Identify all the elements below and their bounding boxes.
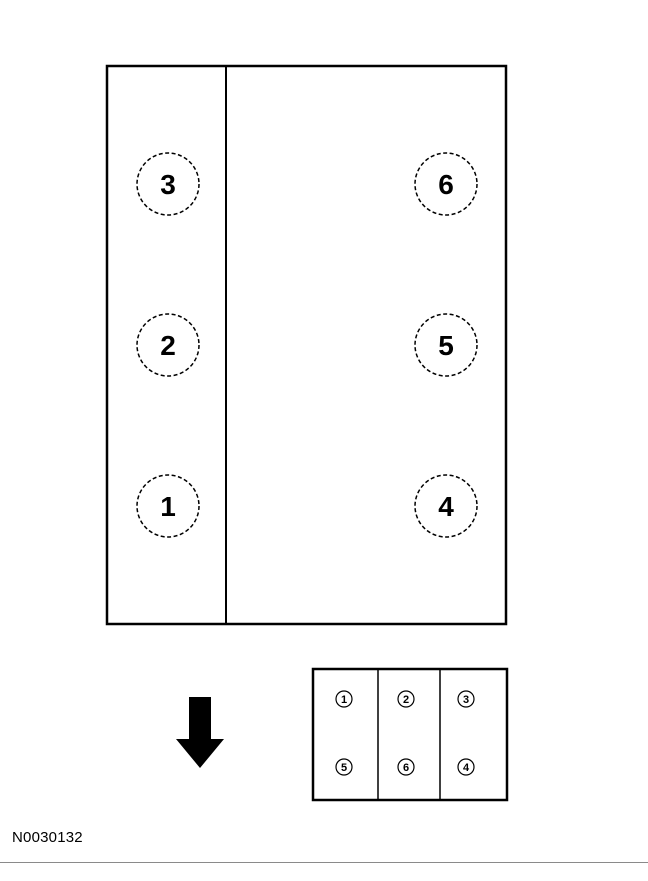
cylinder: 6 bbox=[414, 152, 478, 216]
cylinder-number: 6 bbox=[438, 169, 454, 200]
bottom-divider bbox=[0, 862, 648, 863]
cylinder-number: 3 bbox=[160, 169, 176, 200]
engine-block bbox=[105, 64, 508, 626]
coil-pack: 1 2 3 5 6 4 bbox=[311, 667, 509, 802]
terminal-number: 2 bbox=[403, 694, 409, 706]
cylinder: 4 bbox=[414, 474, 478, 538]
coil-terminal: 6 bbox=[397, 758, 415, 776]
cylinder: 1 bbox=[136, 474, 200, 538]
figure-id: N0030132 bbox=[12, 829, 83, 846]
right-bank: 6 5 4 bbox=[414, 152, 478, 538]
terminal-number: 5 bbox=[341, 762, 347, 774]
terminal-number: 3 bbox=[463, 694, 469, 706]
cylinder: 2 bbox=[136, 313, 200, 377]
terminal-number: 4 bbox=[463, 762, 470, 774]
coil-terminal: 5 bbox=[335, 758, 353, 776]
terminal-number: 6 bbox=[403, 762, 409, 774]
coil-pack-outline bbox=[311, 667, 509, 802]
cylinder-number: 5 bbox=[438, 330, 454, 361]
coil-terminal: 4 bbox=[457, 758, 475, 776]
cylinder: 3 bbox=[136, 152, 200, 216]
cylinder-number: 1 bbox=[160, 491, 176, 522]
cylinder-number: 4 bbox=[438, 491, 454, 522]
coil-terminal: 1 bbox=[335, 690, 353, 708]
coil-terminal: 2 bbox=[397, 690, 415, 708]
terminal-number: 1 bbox=[341, 694, 347, 706]
left-bank: 3 2 1 bbox=[136, 152, 200, 538]
cylinder: 5 bbox=[414, 313, 478, 377]
arrow-down-icon bbox=[176, 697, 224, 768]
coil-terminal: 3 bbox=[457, 690, 475, 708]
cylinder-number: 2 bbox=[160, 330, 176, 361]
